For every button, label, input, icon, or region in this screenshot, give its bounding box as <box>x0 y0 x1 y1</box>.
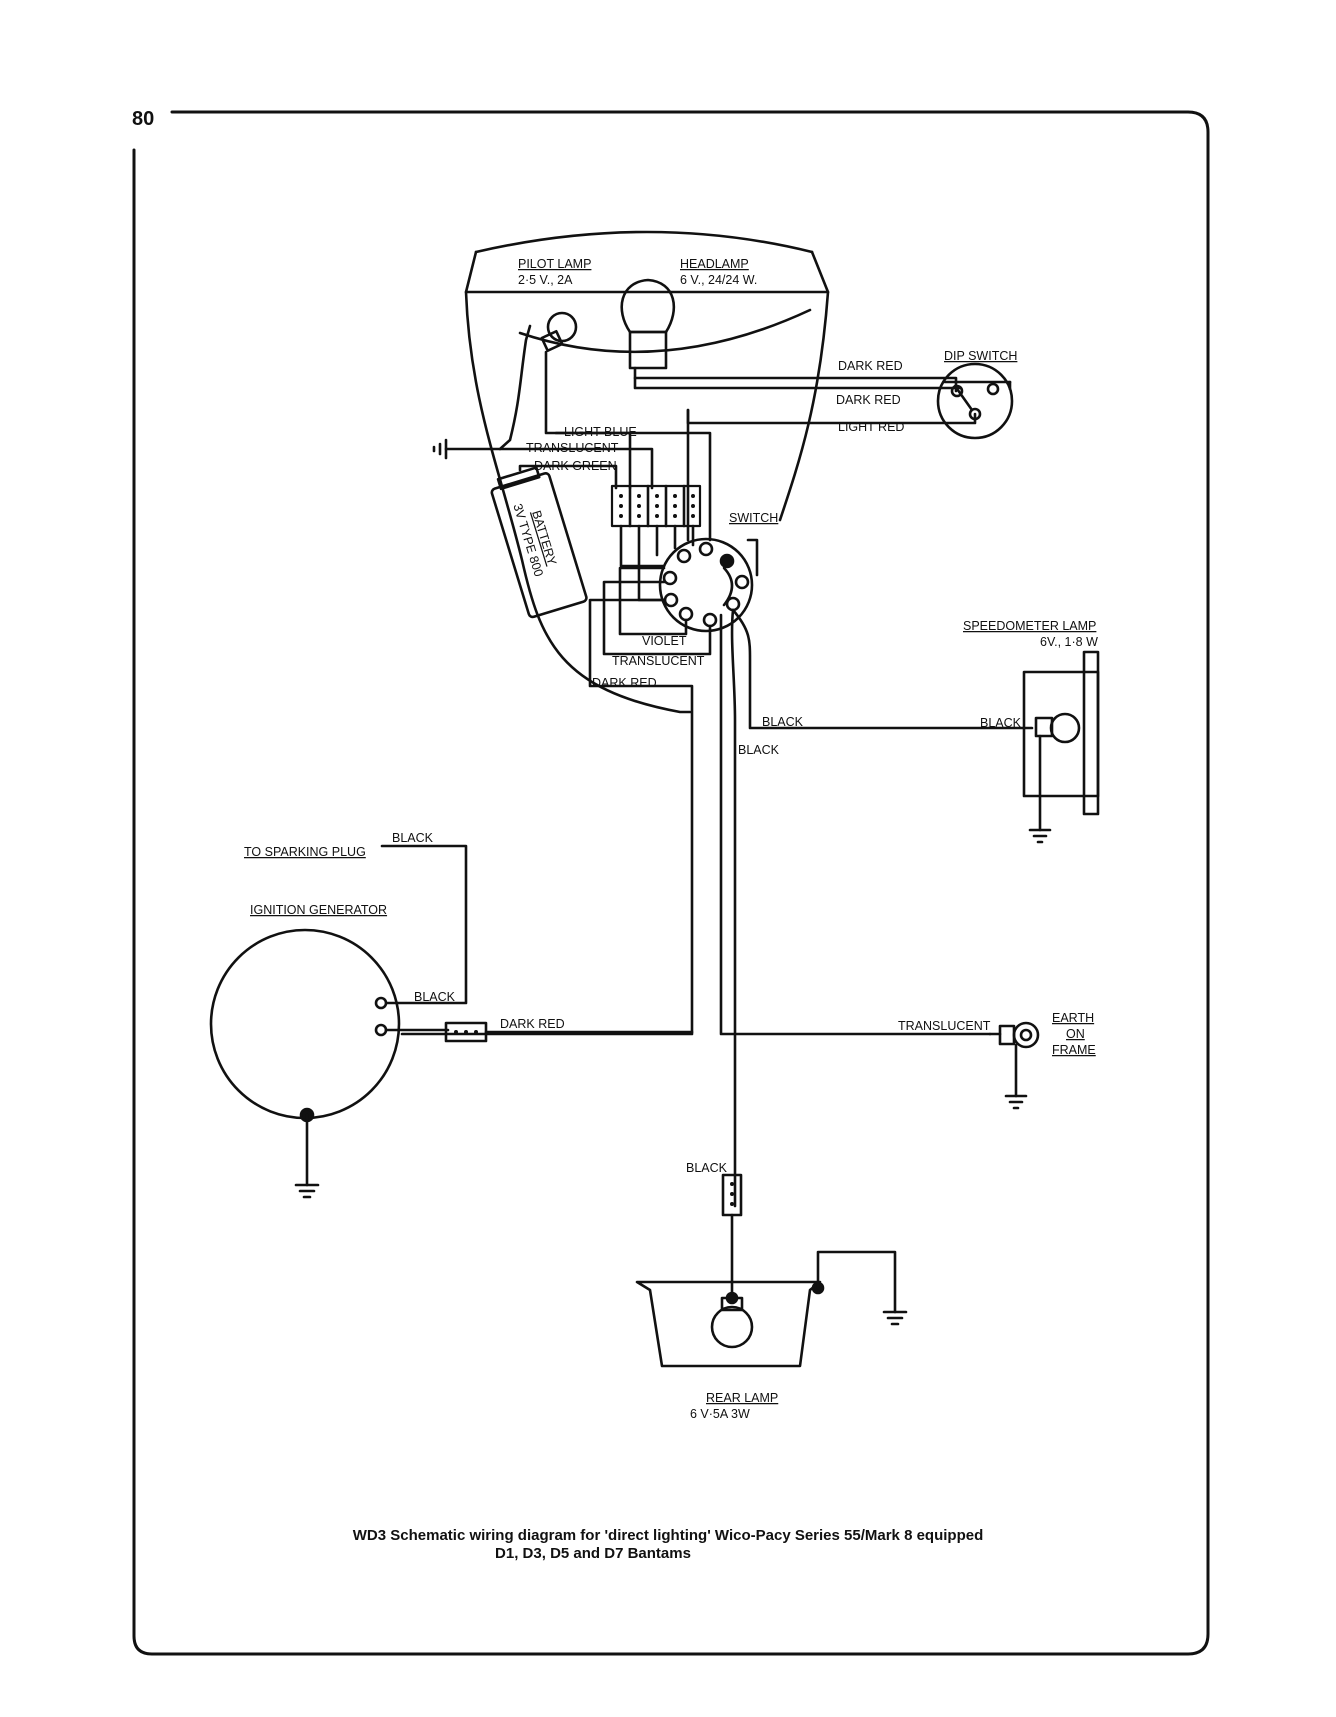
figure-caption: WD3 Schematic wiring diagram for 'direct… <box>0 1527 1336 1563</box>
wire-label-light-red: LIGHT RED <box>838 420 904 434</box>
ignition-switch <box>658 537 759 633</box>
earth-on-label: ON <box>1066 1027 1085 1041</box>
speedometer-lamp <box>1022 650 1100 844</box>
headlamp-rating: 6 V., 24/24 W. <box>680 273 757 287</box>
caption-line-2: D1, D3, D5 and D7 Bantams <box>495 1545 691 1562</box>
wire-label-dark-green: DARK GREEN <box>534 459 617 473</box>
battery <box>490 466 588 619</box>
wire-label-black-gen: BLACK <box>414 990 456 1004</box>
earth-on-frame <box>988 1021 1040 1110</box>
ignition-generator <box>209 928 694 1199</box>
wire-label-dark-red-2: DARK RED <box>836 393 901 407</box>
switch-lower-wires <box>400 566 1034 1208</box>
page-number: 80 <box>132 108 155 130</box>
ignition-generator-label: IGNITION GENERATOR <box>250 903 387 917</box>
connector-block <box>610 484 702 528</box>
wire-label-black-plug: BLACK <box>392 831 434 845</box>
speedometer-lamp-rating: 6V., 1·8 W <box>1040 635 1098 649</box>
wire-label-dark-red-gen: DARK RED <box>500 1017 565 1031</box>
pilot-lamp-label: PILOT LAMP <box>518 257 591 271</box>
rear-lamp-rating: 6 V·5A 3W <box>690 1407 750 1421</box>
headlamp-label: HEADLAMP <box>680 257 749 271</box>
wire-label-translucent-top: TRANSLUCENT <box>526 441 619 455</box>
earth-symbol-top <box>432 438 602 460</box>
pilot-wire-1 <box>498 324 532 451</box>
earth-frame-label: FRAME <box>1052 1043 1096 1057</box>
page-frame <box>132 110 1210 1656</box>
light-blue-wire <box>554 431 712 542</box>
wire-label-dark-red-mid: DARK RED <box>592 676 657 690</box>
wire-label-black-down: BLACK <box>738 743 780 757</box>
caption-line-1: WD3 Schematic wiring diagram for 'direct… <box>352 1527 984 1544</box>
pilot-lamp-bulb <box>540 311 578 353</box>
rear-lamp-label: REAR LAMP <box>706 1391 778 1405</box>
wire-label-translucent-mid: TRANSLUCENT <box>612 654 705 668</box>
wire-label-dark-red-1: DARK RED <box>838 359 903 373</box>
rear-lamp-connector <box>721 1173 743 1300</box>
translucent-wire <box>598 447 654 490</box>
sparking-plug-label: TO SPARKING PLUG <box>244 845 366 859</box>
wire-label-translucent-earth: TRANSLUCENT <box>898 1019 991 1033</box>
wire-label-violet: VIOLET <box>642 634 687 648</box>
headlamp-bulb <box>620 278 676 370</box>
dark-green-wire <box>518 464 618 490</box>
dip-switch <box>936 362 1014 440</box>
pilot-lamp-rating: 2·5 V., 2A <box>518 273 573 287</box>
wire-label-black-rear: BLACK <box>686 1161 728 1175</box>
sparking-plug-wire <box>380 844 468 1005</box>
dip-switch-label: DIP SWITCH <box>944 349 1017 363</box>
switch-label: SWITCH <box>729 511 778 525</box>
earth-label: EARTH <box>1052 1011 1094 1025</box>
speedometer-lamp-label: SPEEDOMETER LAMP <box>963 619 1096 633</box>
wire-label-light-blue: LIGHT BLUE <box>564 425 637 439</box>
wire-label-black-speedo-right: BLACK <box>980 716 1022 730</box>
rear-lamp <box>635 1250 908 1368</box>
dip-switch-wires <box>633 366 977 542</box>
wire-label-black-speedo-left: BLACK <box>762 715 804 729</box>
